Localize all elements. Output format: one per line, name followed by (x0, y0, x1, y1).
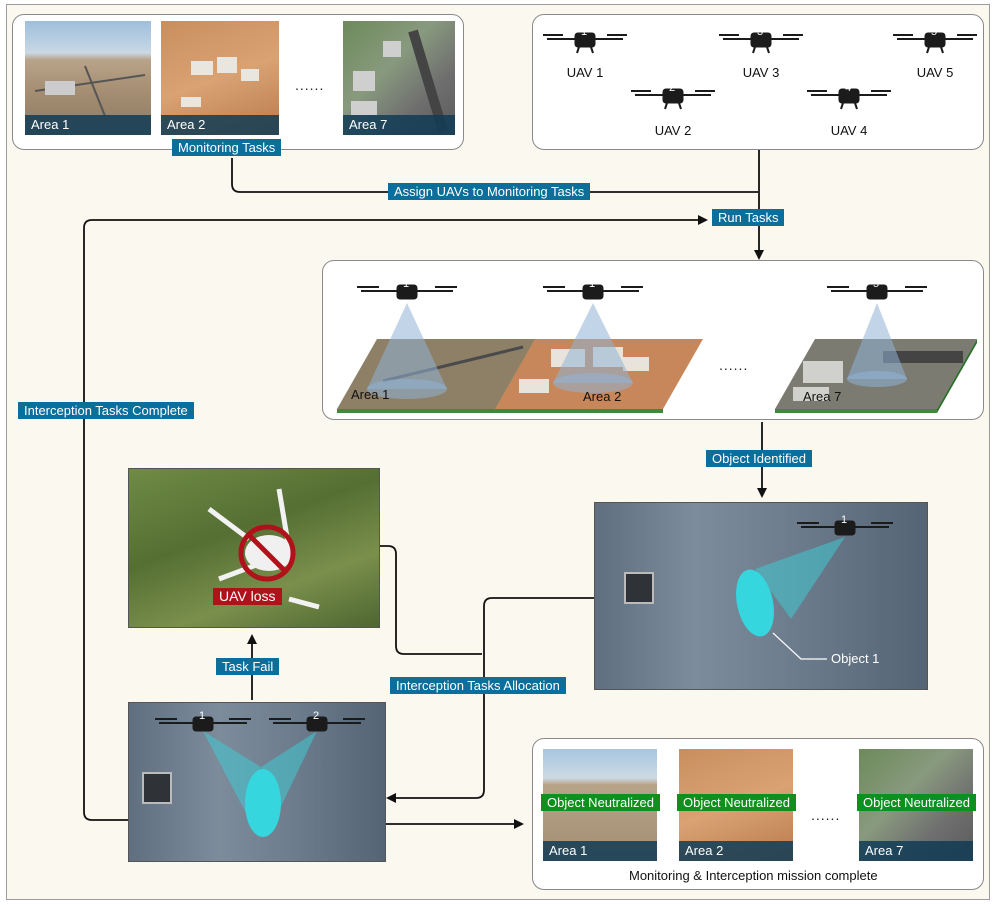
uav-2-label: UAV 2 (654, 123, 692, 138)
drone-number: 5 (873, 278, 880, 290)
drone-number: 2 (313, 710, 320, 722)
drone-icon (357, 284, 927, 300)
drone-icon (543, 32, 977, 110)
uav-fleet-panel: 1 3 5 2 4 UAV 1 UAV 3 UAV 5 UAV 2 UAV 4 (532, 14, 984, 150)
uav-5-label: UAV 5 (916, 65, 954, 80)
monitoring-tasks-panel: Area 1 Area 2 ...... Area 7 (12, 14, 464, 150)
area-2-thumbnail: Area 2 (161, 21, 279, 135)
no-entry-icon (238, 524, 296, 582)
uav-1-label: UAV 1 (566, 65, 604, 80)
area-label: Area 7 (859, 841, 973, 861)
scan-ellipsis: ...... (719, 357, 749, 373)
interception-complete-tag: Interception Tasks Complete (18, 402, 194, 419)
scan-area-label: Area 2 (583, 389, 622, 404)
uav-3-label: UAV 3 (742, 65, 780, 80)
area-label: Area 1 (543, 841, 657, 861)
uav-loss-photo: UAV loss (128, 468, 380, 628)
drone-number: 1 (199, 710, 206, 722)
object-1-label: Object 1 (831, 651, 880, 666)
scanning-panel: 1 1 5 Area 1 Area 2 Area 7 ...... (322, 260, 984, 420)
object-neutralized-badge: Object Neutralized (677, 794, 796, 811)
area-label: Area 1 (25, 115, 151, 135)
area-ellipsis: ...... (295, 77, 325, 93)
monitoring-tasks-tag: Monitoring Tasks (172, 139, 282, 156)
connector-object-to-allocation (386, 597, 594, 803)
object-neutralized-badge: Object Neutralized (857, 794, 976, 811)
mission-complete-caption: Monitoring & Interception mission comple… (629, 868, 878, 883)
area-label: Area 2 (679, 841, 793, 861)
drone-number: 4 (845, 82, 852, 94)
object-identified-tag: Object Identified (706, 450, 812, 467)
uav-4-label: UAV 4 (830, 123, 868, 138)
object-identified-photo: 1 Object 1 (594, 502, 928, 690)
task-fail-tag: Task Fail (216, 658, 280, 675)
drone-number: 2 (669, 82, 676, 94)
area-1-thumbnail: Area 1 (25, 21, 151, 135)
run-tasks-tag: Run Tasks (712, 209, 785, 226)
assign-uavs-tag: Assign UAVs to Monitoring Tasks (388, 183, 591, 200)
connector-complete-loop (83, 215, 708, 821)
scan-area-label: Area 7 (803, 389, 842, 404)
object-neutralized-badge: Object Neutralized (541, 794, 660, 811)
drone-number: 1 (581, 26, 588, 38)
drone-number: 3 (757, 26, 764, 38)
area-label: Area 7 (343, 115, 455, 135)
connector-loss-to-allocation (380, 545, 482, 655)
connector-monitoring-assign (231, 158, 758, 193)
drone-number: 1 (589, 278, 596, 290)
drone-icon (155, 716, 365, 732)
drone-number: 1 (403, 278, 410, 290)
uav-loss-tag: UAV loss (213, 588, 282, 605)
scan-area-label: Area 1 (351, 387, 390, 402)
uav-fleet-drones (543, 32, 977, 110)
drone-number: 1 (841, 514, 848, 526)
interception-allocation-tag: Interception Tasks Allocation (390, 677, 566, 694)
drone-icon (797, 520, 893, 536)
complete-ellipsis: ...... (811, 807, 841, 823)
drone-number: 5 (931, 26, 938, 38)
area-label: Area 2 (161, 115, 279, 135)
area-7-thumbnail: Area 7 (343, 21, 455, 135)
scanning-scene (337, 284, 977, 413)
interception-photo: 1 2 (128, 702, 386, 862)
mission-complete-panel: Area 1 Area 2 ...... Area 7 Object Neutr… (532, 738, 984, 890)
